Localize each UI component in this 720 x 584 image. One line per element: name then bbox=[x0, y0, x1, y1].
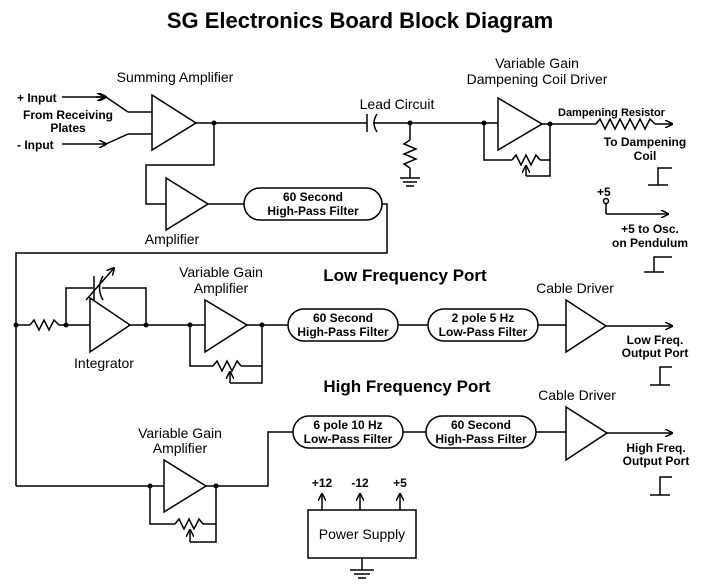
summing-amplifier bbox=[151, 93, 198, 152]
to-damping-coil-line1: To Dampening bbox=[604, 135, 686, 149]
high-vga-gain-pot bbox=[174, 486, 217, 543]
power-v1-label: +12 bbox=[312, 476, 333, 490]
damping-coil-driver bbox=[497, 96, 544, 152]
amplifier bbox=[165, 176, 210, 232]
low-out-line2: Output Port bbox=[622, 346, 689, 360]
osc-output-line1: +5 to Osc. bbox=[621, 222, 679, 236]
high-vga bbox=[163, 458, 208, 514]
plus-input-label: + Input bbox=[17, 91, 57, 105]
high-lp-line2: Low-Pass Filter bbox=[304, 432, 393, 446]
to-damping-coil-line2: Coil bbox=[634, 149, 657, 163]
high-hp-line1: 60 Second bbox=[451, 418, 511, 432]
power-supply bbox=[307, 509, 417, 559]
low-cable-driver-label: Cable Driver bbox=[536, 280, 614, 296]
minus-input-label: - Input bbox=[17, 138, 54, 152]
low-port-title: Low Frequency Port bbox=[323, 266, 487, 285]
integrator-capacitor bbox=[85, 268, 114, 301]
low-hp-line1: 60 Second bbox=[313, 311, 373, 325]
power-v3-label: +5 bbox=[393, 476, 407, 490]
damping-gain-pot bbox=[511, 124, 551, 177]
ground-icon bbox=[650, 366, 672, 386]
amplifier-label: Amplifier bbox=[145, 231, 200, 247]
ground-icon bbox=[648, 167, 672, 186]
low-out-line1: Low Freq. bbox=[627, 333, 684, 347]
low-vga-line2: Amplifier bbox=[194, 280, 249, 296]
damping-resistor-label: Dampening Resistor bbox=[558, 107, 666, 119]
power-supply-label: Power Supply bbox=[319, 526, 405, 542]
low-hp-line2: High-Pass Filter bbox=[297, 325, 389, 339]
high-cable-driver bbox=[565, 405, 609, 462]
integrator-label: Integrator bbox=[74, 355, 134, 371]
high-vga-line2: Amplifier bbox=[153, 440, 208, 456]
high-vga-line1: Variable Gain bbox=[138, 425, 222, 441]
lead-circuit-label: Lead Circuit bbox=[360, 96, 435, 112]
low-vga-gain-pot bbox=[212, 325, 263, 384]
low-lp-line2: Low-Pass Filter bbox=[439, 325, 528, 339]
diagram-title: SG Electronics Board Block Diagram bbox=[167, 8, 553, 33]
high-cable-driver-label: Cable Driver bbox=[538, 387, 616, 403]
source-label-line1: From Receiving bbox=[23, 108, 113, 122]
high-out-line1: High Freq. bbox=[626, 441, 685, 455]
power-v2-label: -12 bbox=[351, 476, 369, 490]
lead-resistor bbox=[400, 123, 420, 187]
damping-driver-line2: Dampening Coil Driver bbox=[467, 71, 608, 87]
ground-icon bbox=[644, 256, 672, 273]
hp-filter-top-line1: 60 Second bbox=[283, 190, 343, 204]
osc-output-line2: on Pendulum bbox=[612, 236, 688, 250]
hp-filter-top-line2: High-Pass Filter bbox=[267, 204, 359, 218]
low-cable-driver bbox=[565, 298, 608, 354]
input-resistor bbox=[16, 318, 90, 332]
low-lp-line1: 2 pole 5 Hz bbox=[452, 311, 515, 325]
source-label-line2: Plates bbox=[50, 121, 86, 135]
high-out-line2: Output Port bbox=[623, 454, 690, 468]
ground-icon bbox=[350, 558, 374, 579]
high-lp-line1: 6 pole 10 Hz bbox=[313, 418, 382, 432]
low-vga bbox=[204, 298, 249, 354]
integrator bbox=[89, 296, 132, 354]
ground-icon bbox=[650, 476, 672, 496]
high-hp-line2: High-Pass Filter bbox=[435, 432, 527, 446]
low-vga-line1: Variable Gain bbox=[179, 264, 263, 280]
damping-driver-line1: Variable Gain bbox=[495, 55, 579, 71]
high-port-title: High Frequency Port bbox=[323, 377, 491, 396]
plus5-top-label: +5 bbox=[597, 185, 611, 199]
summing-amplifier-label: Summing Amplifier bbox=[117, 69, 234, 85]
